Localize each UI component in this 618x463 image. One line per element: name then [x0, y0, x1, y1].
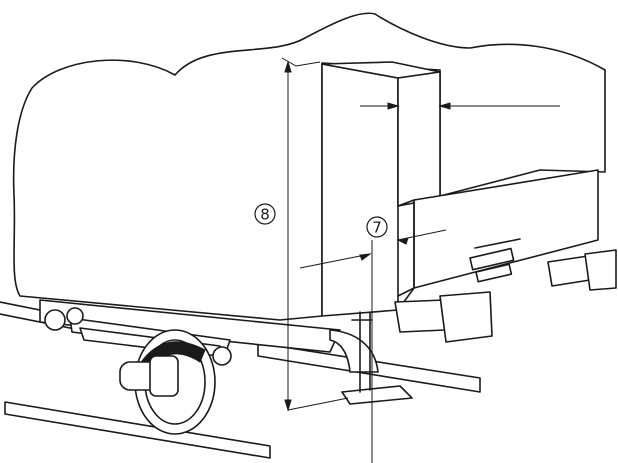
callout-8-label: 8 — [260, 206, 270, 224]
dimension-width-top — [360, 102, 560, 110]
dimension-height — [281, 57, 349, 412]
tarpaulin-cover — [12, 12, 606, 321]
callout-8: 8 — [254, 203, 276, 225]
callout-7: 7 — [366, 216, 388, 238]
wagon-deck — [397, 169, 599, 311]
dimension-width-lower — [299, 229, 447, 463]
running-gear — [39, 299, 413, 435]
callout-7-label: 7 — [372, 219, 382, 237]
buffers — [394, 249, 617, 343]
